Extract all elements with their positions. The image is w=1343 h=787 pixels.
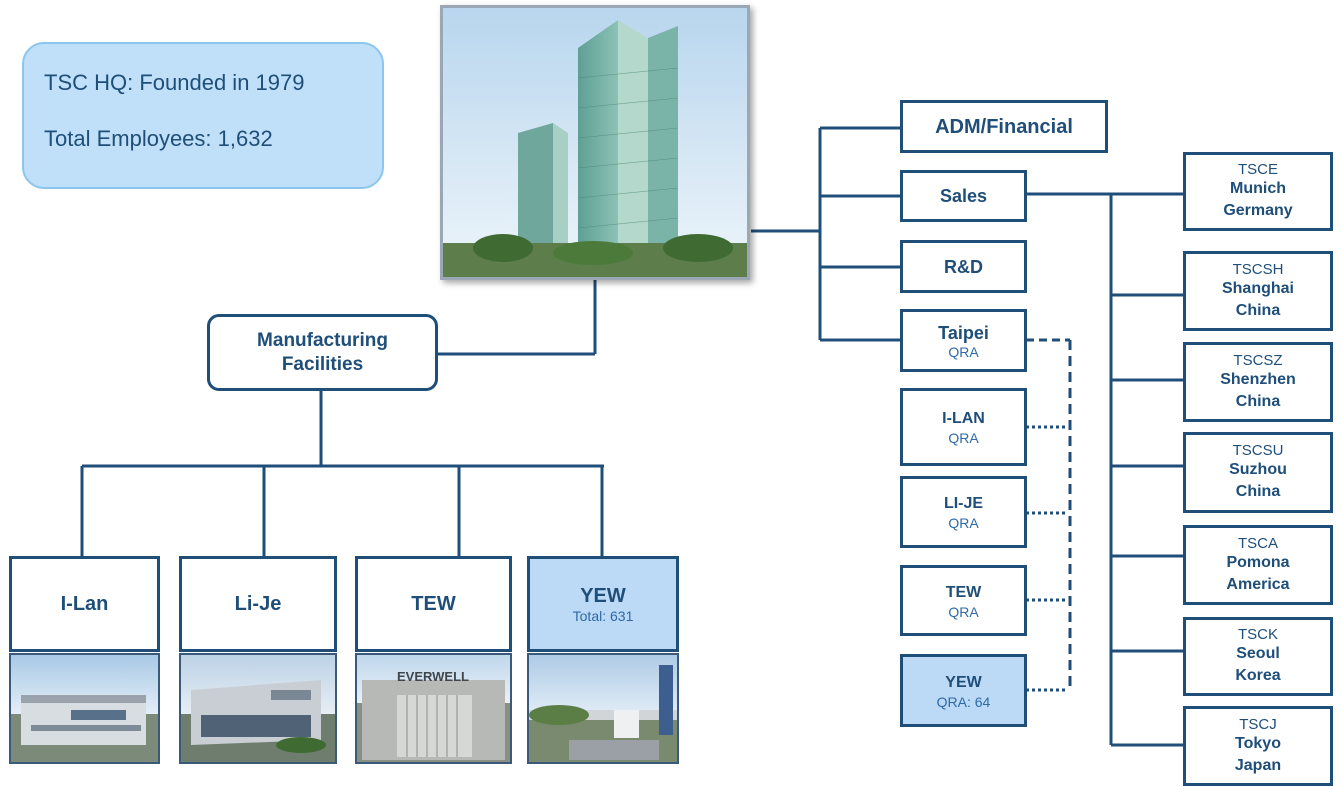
plant-total: Total: 631 xyxy=(572,608,634,624)
office-code: TSCSZ xyxy=(1233,351,1283,369)
office-country: China xyxy=(1235,301,1281,319)
dept-name: R&D xyxy=(944,256,983,277)
office-country: China xyxy=(1235,392,1281,410)
office-city: Shanghai xyxy=(1221,279,1294,297)
office-country: Korea xyxy=(1235,667,1281,684)
office-box-tsce: TSCE Munich Germany xyxy=(1183,152,1333,231)
office-code: TSCSH xyxy=(1232,260,1284,278)
office-city: Suzhou xyxy=(1229,461,1287,478)
plant-box-yew: YEW Total: 631 xyxy=(527,556,679,652)
dept-sub: QRA xyxy=(948,343,979,360)
founded-text: TSC HQ: Founded in 1979 xyxy=(44,70,305,95)
hq-building-photo xyxy=(440,5,750,280)
office-city: Tokyo xyxy=(1235,734,1281,752)
qra-box-tew: TEW QRA xyxy=(900,565,1027,636)
qra-name: LI-JE xyxy=(943,495,984,512)
qra-box-i-lan: I-LAN QRA xyxy=(900,388,1027,466)
dept-box-taipei: Taipei QRA xyxy=(900,309,1027,372)
qra-sub: QRA: 64 xyxy=(936,693,991,710)
plant-name: YEW xyxy=(580,585,626,607)
office-code: TSCE xyxy=(1237,161,1278,178)
office-code: TSCK xyxy=(1237,626,1278,643)
dept-box-adm-financial: ADM/Financial xyxy=(900,100,1108,153)
manufacturing-label-line2: Facilities xyxy=(281,353,364,375)
everwell-sign: EVERWELL xyxy=(397,669,469,684)
office-box-tscsu: TSCSU Suzhou China xyxy=(1183,432,1333,513)
dept-name: Sales xyxy=(939,186,988,206)
li-je-plant-photo xyxy=(179,653,337,764)
office-city: Shenzhen xyxy=(1220,370,1296,388)
manufacturing-facilities-box: Manufacturing Facilities xyxy=(207,314,438,391)
office-code: TSCJ xyxy=(1239,715,1277,733)
plant-box-li-je: Li-Je xyxy=(179,556,337,652)
yew-plant-photo xyxy=(527,653,679,764)
qra-name: TEW xyxy=(945,583,982,601)
office-box-tscj: TSCJ Tokyo Japan xyxy=(1183,706,1333,786)
office-box-tscsh: TSCSH Shanghai China xyxy=(1183,251,1333,331)
dept-box-sales: Sales xyxy=(900,170,1027,222)
manufacturing-label-line1: Manufacturing xyxy=(257,329,388,351)
qra-sub: QRA xyxy=(948,430,979,446)
office-code: TSCSU xyxy=(1232,442,1284,459)
office-city: Pomona xyxy=(1226,553,1290,571)
office-country: China xyxy=(1235,483,1281,500)
tew-plant-photo: EVERWELL xyxy=(355,653,512,764)
plant-box-tew: TEW xyxy=(355,556,512,652)
dept-box-rd: R&D xyxy=(900,240,1027,293)
office-city: Munich xyxy=(1230,180,1286,197)
office-box-tsck: TSCK Seoul Korea xyxy=(1183,617,1333,696)
employees-text: Total Employees: 1,632 xyxy=(44,126,273,151)
qra-sub: QRA xyxy=(948,515,979,531)
dept-name: Taipei xyxy=(938,322,989,343)
qra-sub: QRA xyxy=(948,603,979,620)
dept-name: ADM/Financial xyxy=(935,115,1073,138)
qra-name: YEW xyxy=(945,673,982,691)
office-country: Germany xyxy=(1223,202,1293,219)
office-country: America xyxy=(1226,575,1290,593)
plant-name: I-Lan xyxy=(60,593,109,615)
i-lan-plant-photo xyxy=(9,653,160,764)
plant-name: TEW xyxy=(411,593,456,615)
qra-box-yew: YEW QRA: 64 xyxy=(900,654,1027,727)
office-city: Seoul xyxy=(1236,645,1280,662)
plant-box-i-lan: I-Lan xyxy=(9,556,160,652)
office-code: TSCA xyxy=(1237,534,1278,552)
office-country: Japan xyxy=(1234,756,1282,774)
qra-box-li-je: LI-JE QRA xyxy=(900,476,1027,548)
plant-name: Li-Je xyxy=(234,593,282,615)
office-box-tscsz: TSCSZ Shenzhen China xyxy=(1183,342,1333,422)
qra-name: I-LAN xyxy=(942,410,985,427)
company-info-panel: TSC HQ: Founded in 1979 Total Employees:… xyxy=(22,42,384,189)
office-box-tsca: TSCA Pomona America xyxy=(1183,525,1333,605)
